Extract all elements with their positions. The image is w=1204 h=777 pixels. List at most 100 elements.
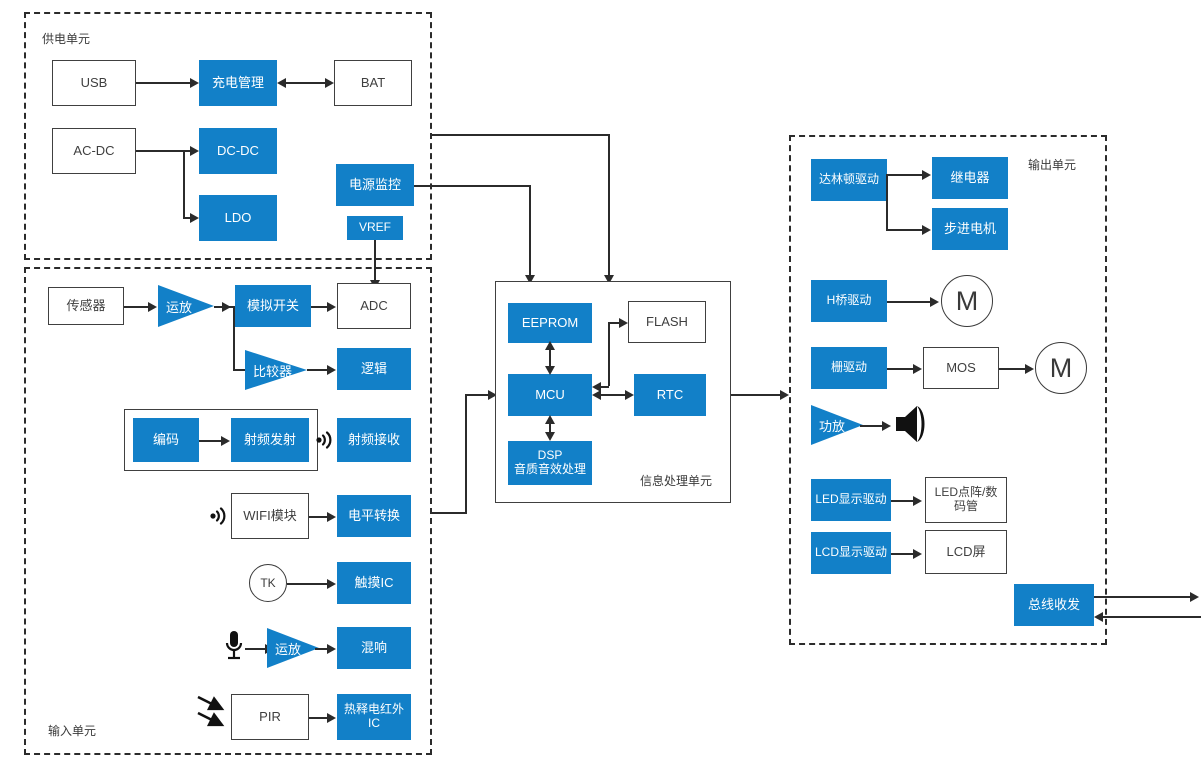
node-charge-management[interactable]: 充电管理	[199, 60, 277, 106]
node-darlington-driver[interactable]: 达林顿驱动	[811, 159, 887, 201]
node-gate-driver[interactable]: 栅驱动	[811, 347, 887, 389]
link-comparator-logic-arrow	[327, 364, 336, 375]
link-charge-bat-arrow-right	[325, 77, 334, 88]
node-lcd-display-driver-label: LCD显示驱动	[814, 545, 887, 560]
node-stepper-motor[interactable]: 步进电机	[932, 208, 1008, 250]
node-logic[interactable]: 逻辑	[337, 348, 411, 390]
link-darlington-stepper-arrow	[922, 224, 931, 235]
node-motor-1[interactable]: M	[941, 275, 993, 327]
node-touch-ic[interactable]: 触摸IC	[337, 562, 411, 604]
node-vref-label: VREF	[358, 220, 391, 235]
link-eeprom-mcu-arrow-up	[544, 341, 555, 350]
node-bat[interactable]: BAT	[334, 60, 412, 106]
node-motor-2-label: M	[1049, 352, 1073, 383]
node-tk-touchkey[interactable]: TK	[249, 564, 287, 602]
node-encode-label: 编码	[152, 431, 179, 447]
link-monitor-arrow	[524, 275, 535, 284]
node-dsp[interactable]: DSP 音质音效处理	[508, 441, 592, 485]
link-comparator-logic	[307, 369, 327, 371]
link-switch-adc-arrow	[327, 301, 336, 312]
link-acdc-dcdc	[183, 150, 190, 152]
node-ldo[interactable]: LDO	[199, 195, 277, 241]
link-tk-touchic	[287, 583, 327, 585]
link-acdc-stub	[136, 150, 184, 152]
link-opamp2-reverb	[315, 648, 327, 650]
node-pyroelectric-ic-label: 热释电红外IC	[343, 702, 404, 730]
node-comparator-label: 比较器	[253, 363, 293, 379]
node-sensor-label: 传感器	[66, 297, 106, 313]
node-sensor[interactable]: 传感器	[48, 287, 124, 325]
link-input-bus-v	[465, 394, 467, 514]
node-relay[interactable]: 继电器	[932, 157, 1008, 199]
node-lcd-display-driver[interactable]: LCD显示驱动	[811, 532, 891, 574]
node-wifi-module-label: WIFI模块	[243, 507, 297, 523]
node-power-monitor[interactable]: 电源监控	[336, 164, 414, 206]
node-led-panel-label-line1: LED点阵/数	[934, 485, 998, 500]
link-darlington-relay	[886, 174, 922, 176]
node-darlington-driver-label: 达林顿驱动	[818, 172, 879, 187]
node-opamp-2[interactable]: 运放	[267, 628, 319, 668]
link-encode-rftx	[199, 440, 221, 442]
node-adc[interactable]: ADC	[337, 283, 411, 329]
node-ac-dc-label: AC-DC	[73, 142, 115, 158]
link-mcu-flash-top	[608, 322, 619, 324]
speaker-icon	[896, 406, 925, 442]
node-analog-switch[interactable]: 模拟开关	[235, 285, 311, 327]
node-dc-dc[interactable]: DC-DC	[199, 128, 277, 174]
unit-output	[789, 135, 1107, 645]
node-led-display-driver-label: LED显示驱动	[815, 492, 887, 507]
wireless-signal-icon	[316, 431, 332, 449]
unit-power-supply	[24, 12, 432, 260]
node-relay-label: 继电器	[950, 169, 990, 185]
node-mcu[interactable]: MCU	[508, 374, 592, 416]
node-encode[interactable]: 编码	[133, 418, 199, 462]
node-rf-receive[interactable]: 射频接收	[337, 418, 411, 462]
link-usb-charge	[136, 82, 190, 84]
link-amp-speaker-arrow	[882, 420, 891, 431]
node-analog-switch-label: 模拟开关	[246, 297, 299, 313]
link-mcu-flash-bottom	[600, 386, 609, 388]
node-lcd-screen[interactable]: LCD屏	[925, 530, 1007, 574]
node-hbridge-driver[interactable]: H桥驱动	[811, 280, 887, 322]
link-monitor-h	[414, 185, 531, 187]
node-motor-2[interactable]: M	[1035, 342, 1087, 394]
node-led-display-driver[interactable]: LED显示驱动	[811, 479, 891, 521]
node-rf-transmit[interactable]: 射频发射	[231, 418, 309, 462]
link-wifi-level-arrow	[327, 511, 336, 522]
link-mic-opamp	[245, 648, 271, 650]
node-rtc[interactable]: RTC	[634, 374, 706, 416]
node-vref[interactable]: VREF	[347, 216, 403, 240]
node-wifi-module[interactable]: WIFI模块	[231, 493, 309, 539]
link-darlington-relay-arrow	[922, 169, 931, 180]
link-input-bus-arrow	[488, 389, 497, 400]
link-acdc-ldo-arrow	[190, 212, 199, 223]
node-opamp-1[interactable]: 运放	[158, 285, 214, 327]
link-power-bus-arrow	[603, 275, 614, 284]
microphone-icon	[225, 631, 243, 660]
node-opamp-2-label: 运放	[275, 641, 302, 657]
link-hbridge-motor-arrow	[930, 296, 939, 307]
node-pir[interactable]: PIR	[231, 694, 309, 740]
node-usb[interactable]: USB	[52, 60, 136, 106]
node-ac-dc[interactable]: AC-DC	[52, 128, 136, 174]
link-opamp-comparator	[233, 369, 251, 371]
node-eeprom[interactable]: EEPROM	[508, 303, 592, 343]
node-power-amplifier[interactable]: 功放	[811, 405, 863, 445]
node-reverb[interactable]: 混响	[337, 627, 411, 669]
node-led-panel[interactable]: LED点阵/数 码管	[925, 477, 1007, 523]
link-lcd-screen-arrow	[913, 548, 922, 559]
node-comparator[interactable]: 比较器	[245, 350, 307, 390]
node-level-shift[interactable]: 电平转换	[337, 495, 411, 537]
node-rtc-label: RTC	[656, 386, 684, 402]
link-pir-pyro-arrow	[327, 712, 336, 723]
node-flash[interactable]: FLASH	[628, 301, 706, 343]
node-dc-dc-label: DC-DC	[217, 142, 259, 158]
link-pir-pyro	[309, 717, 327, 719]
node-pyroelectric-ic[interactable]: 热释电红外IC	[337, 694, 411, 740]
link-amp-speaker	[860, 425, 886, 427]
link-charge-bat-arrow-left	[277, 77, 286, 88]
node-hbridge-driver-label: H桥驱动	[826, 293, 872, 308]
node-power-monitor-label: 电源监控	[348, 176, 401, 192]
node-mos[interactable]: MOS	[923, 347, 999, 389]
node-bus-transceiver[interactable]: 总线收发	[1014, 584, 1094, 626]
